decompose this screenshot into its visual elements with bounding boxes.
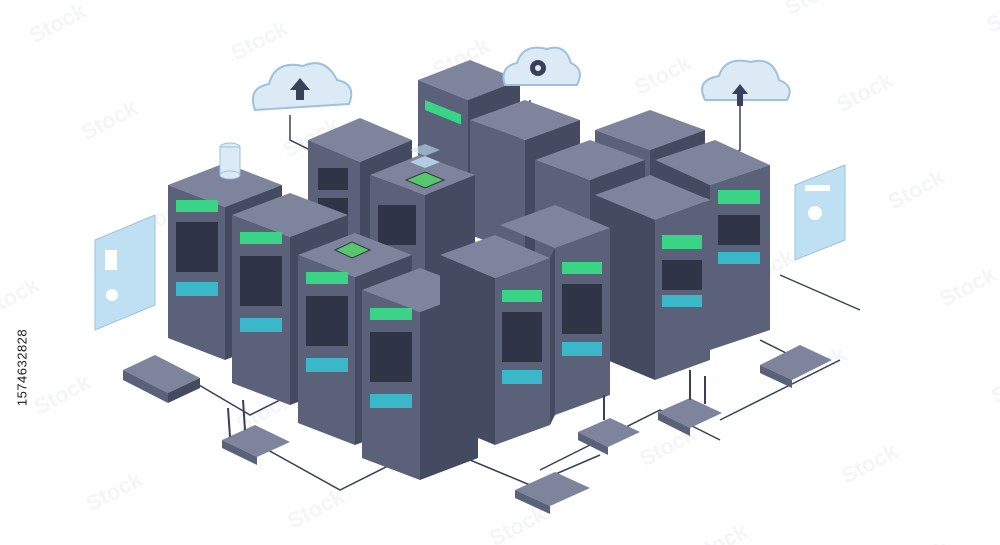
settings-cloud-icon <box>502 46 581 86</box>
router-icon <box>578 395 640 455</box>
switch-icon <box>123 355 200 403</box>
document-icon <box>794 164 846 261</box>
upload-cloud-icon <box>701 59 791 106</box>
document-icon <box>94 214 156 331</box>
upload-download-cloud-icon <box>251 62 353 112</box>
rack-right-2 <box>655 140 770 350</box>
switch-icon <box>515 472 590 514</box>
chip-icon <box>333 241 372 259</box>
chip-icon <box>404 144 446 189</box>
router-icon <box>658 370 722 436</box>
switch-icon <box>760 345 832 388</box>
router-icon <box>222 399 290 465</box>
rack-front-6 <box>500 205 610 425</box>
rack-right-1 <box>595 175 710 380</box>
rack-front-5 <box>440 235 550 445</box>
database-icon <box>219 142 241 180</box>
